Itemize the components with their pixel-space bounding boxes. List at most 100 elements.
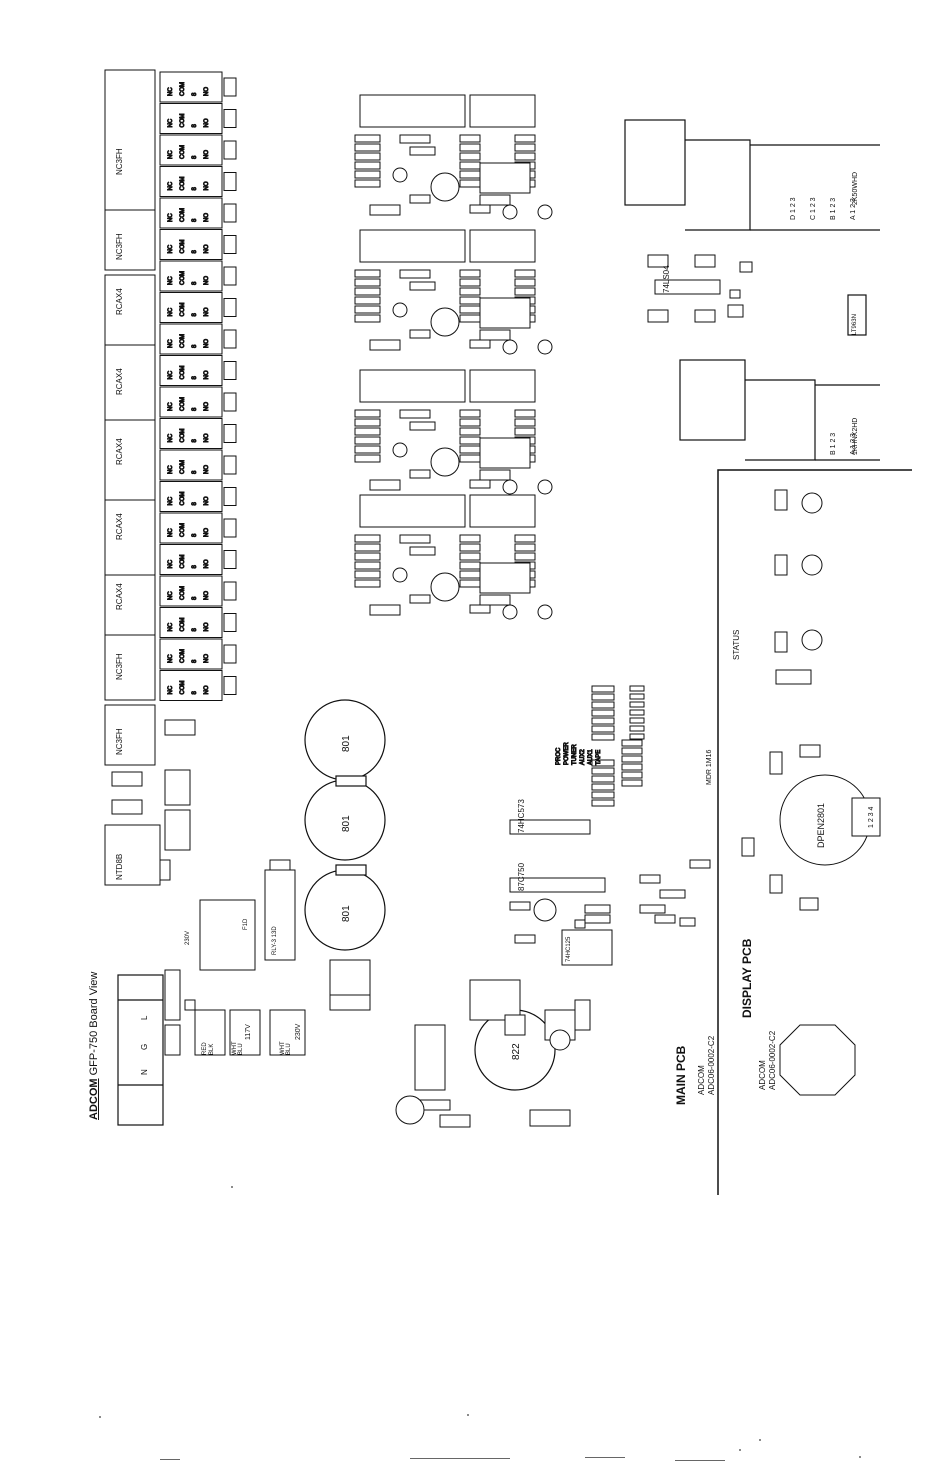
relay [159, 134, 223, 166]
resistor [621, 779, 643, 787]
capacitor-value: 801 [341, 905, 352, 922]
relay [159, 103, 223, 134]
relay-pin-label: 8 [192, 250, 198, 254]
brand-label: ADCOM [88, 1078, 100, 1120]
button-resistor [591, 693, 615, 701]
relay [159, 544, 223, 575]
relay-pin-label: NO [204, 433, 210, 442]
relay [159, 292, 223, 323]
capacitor-value: 801 [341, 735, 352, 752]
relay-pin-label: NO [204, 591, 210, 600]
relay-pin-label: COM [180, 303, 186, 317]
relay-pin-label: 8 [192, 502, 198, 506]
relay-pin-label: NO [204, 465, 210, 474]
jack-label: RCAX4 [115, 583, 124, 610]
relay-pin-label: NO [204, 685, 210, 694]
ic-87c750 [509, 877, 606, 893]
diode [629, 717, 645, 724]
relay-pin-label: COM [180, 429, 186, 443]
relay-coil [223, 235, 237, 254]
relay-coil [223, 644, 237, 664]
relay-coil [223, 613, 237, 632]
button-resistor [591, 733, 615, 741]
relay-coil [223, 487, 237, 506]
relay [159, 71, 223, 103]
wire-color-label: RED [202, 1042, 208, 1055]
diode [629, 685, 645, 692]
relay-pin-label: NO [204, 339, 210, 348]
relay-pin-label: COM [180, 240, 186, 254]
relay-pin-label: COM [180, 114, 186, 128]
resistor [621, 763, 643, 771]
relay-pin-label: NC [168, 465, 174, 474]
amp-channel-block [354, 94, 553, 220]
wire-color-label: WHT [232, 1041, 238, 1055]
ic-74hc573-label: 74HC573 [517, 799, 526, 833]
wire-color-label: BLU [286, 1043, 292, 1055]
main-pcb-maker: ADCOM [697, 1065, 706, 1095]
capacitor-value: 801 [341, 815, 352, 832]
relay [159, 481, 223, 512]
filter-capacitors [304, 699, 556, 1091]
resistor [621, 739, 643, 747]
main-pcb-label: MAIN PCB [674, 1045, 688, 1105]
lower-left-components [159, 719, 591, 1128]
jack-label: NC3FH [115, 148, 124, 175]
mains-terminal-label: N [140, 1069, 149, 1075]
voltage-label: 230V [295, 1023, 302, 1040]
mains-terminal-label: L [140, 1015, 149, 1020]
jack-label: RCAX4 [115, 288, 124, 315]
relay-pin-label: NO [204, 244, 210, 253]
relay-coil [223, 361, 237, 380]
relay-pin-label: NC [168, 87, 174, 96]
button-resistor [591, 783, 615, 791]
status-label: STATUS [732, 629, 741, 660]
connector-pin-row: D 1 2 3 [790, 197, 797, 220]
button-resistor [591, 791, 615, 799]
wire-color-label: WHT [280, 1041, 286, 1055]
relay-pin-label: COM [180, 271, 186, 285]
resistor [621, 747, 643, 755]
board-title: ADCOM GFP-750 Board View [88, 972, 100, 1120]
relay-pin-label: NO [204, 307, 210, 316]
relay-coil [223, 140, 237, 160]
relay-pin-label: 8 [192, 376, 198, 380]
relay-pin-label: NO [204, 213, 210, 222]
relay-coil [223, 298, 237, 317]
relay-pin-label: COM [180, 145, 186, 159]
diode [629, 701, 645, 708]
relay [159, 575, 223, 607]
display-pcb-label: DISPLAY PCB [740, 938, 754, 1018]
relay-pin-label: COM [180, 334, 186, 348]
button-resistor [591, 775, 615, 783]
relay [159, 670, 223, 701]
relay-pin-label: 8 [192, 155, 198, 159]
relay-pin-label: COM [180, 397, 186, 411]
input-label: TAPE [596, 750, 602, 765]
relay-pin-label: NC [168, 307, 174, 316]
display-pin-numbers: 1 2 3 4 [868, 806, 875, 828]
connector-pin-row: A 1 2 3 [850, 198, 857, 220]
jack-label: RCAX4 [115, 438, 124, 465]
jack-label: NC3FH [115, 728, 124, 755]
display-pcb-part: ADC06-0002-C2 [768, 1030, 777, 1090]
relay-pin-label: 8 [192, 218, 198, 222]
relay-coil [223, 203, 237, 223]
button-resistor [591, 725, 615, 733]
relay-pin-label: 8 [192, 124, 198, 128]
scan-specks [99, 1186, 861, 1461]
relay-pin-label: NO [204, 654, 210, 663]
button-resistor [591, 759, 615, 767]
ic-74hc125 [561, 929, 613, 966]
relay-pin-label: 8 [192, 281, 198, 285]
jack-label: NTD8B [115, 854, 124, 880]
relay-coil [223, 329, 237, 349]
jack-label: RCAX4 [115, 513, 124, 540]
relay-pin-label: NO [204, 402, 210, 411]
relay-pin-label: 8 [192, 565, 198, 569]
connector-a-name: 2K50WHD [852, 171, 859, 205]
ic-74ls04-label: 74LS04 [662, 265, 671, 293]
